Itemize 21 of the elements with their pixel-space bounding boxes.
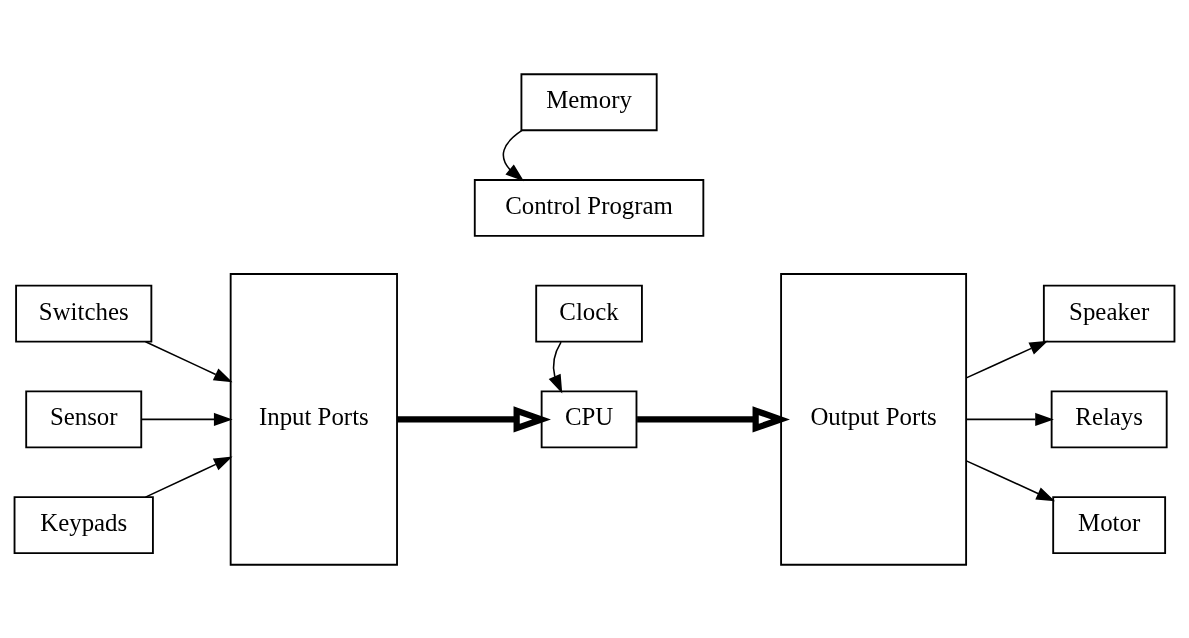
arrow bbox=[548, 340, 563, 393]
arrow bbox=[502, 129, 524, 181]
node-box: Control Program bbox=[473, 178, 705, 237]
arrow bbox=[144, 456, 233, 498]
arrow bbox=[140, 412, 233, 426]
node-box: CPU bbox=[540, 389, 638, 448]
node-box: Sensor bbox=[25, 389, 143, 448]
arrow bbox=[144, 340, 233, 382]
arrow bbox=[965, 459, 1056, 501]
node-box: Relays bbox=[1050, 389, 1168, 448]
arrow bbox=[965, 340, 1049, 379]
node-box: Motor bbox=[1052, 495, 1167, 554]
node-box: Input Ports bbox=[229, 272, 398, 566]
node-box: Speaker bbox=[1042, 284, 1176, 343]
node-box: Keypads bbox=[13, 495, 154, 554]
arrow bbox=[397, 405, 551, 432]
node-box: Clock bbox=[535, 284, 643, 343]
node-box: Memory bbox=[520, 72, 658, 131]
arrow bbox=[965, 412, 1054, 426]
node-box: Switches bbox=[15, 284, 153, 343]
node-box: Output Ports bbox=[780, 272, 968, 566]
